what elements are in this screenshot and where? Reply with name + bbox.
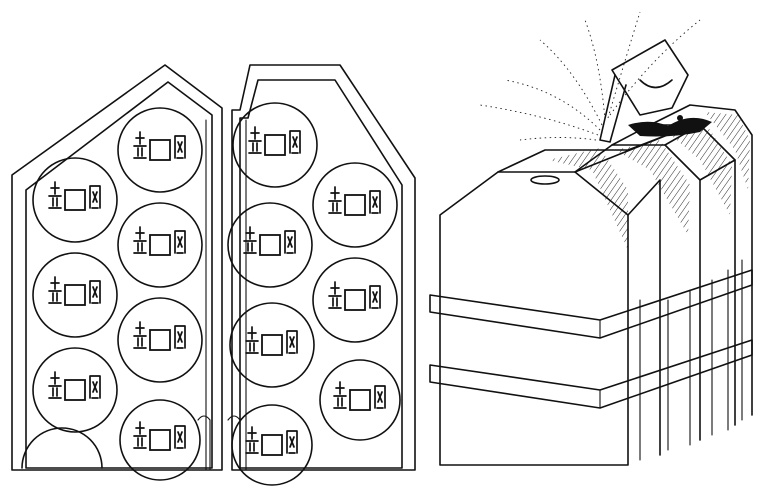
coin-cavities-right	[227, 102, 401, 486]
crucible-pouring	[599, 39, 712, 143]
left-mould-half	[11, 64, 223, 471]
runner-channel	[197, 119, 247, 471]
stacked-mould-box	[429, 104, 753, 466]
sparks	[479, 11, 701, 141]
right-mould-half	[231, 64, 416, 471]
coin-cavities-left	[21, 107, 203, 481]
